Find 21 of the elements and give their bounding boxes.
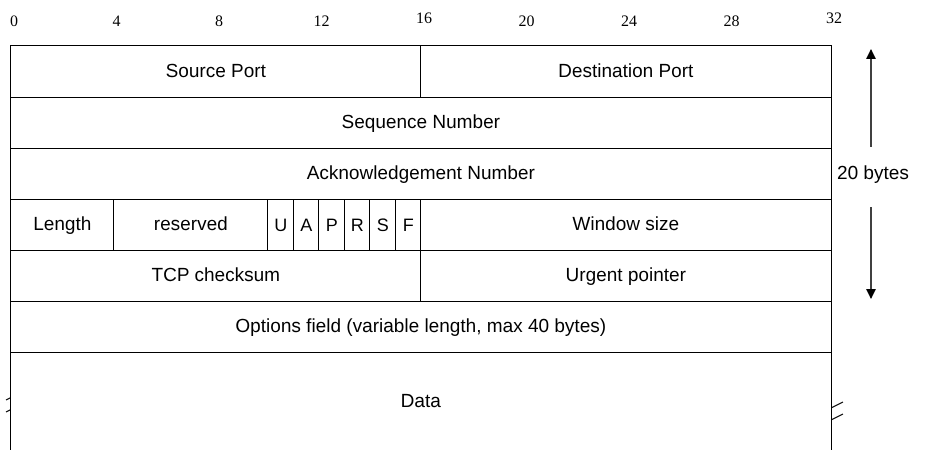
field-cell: Window size	[420, 199, 832, 252]
bit-number: 16	[416, 10, 432, 28]
bit-number: 0	[10, 13, 18, 31]
field-cell: Source Port	[10, 45, 422, 98]
bit-number: 8	[215, 13, 223, 31]
field-cell: reserved	[113, 199, 268, 252]
field-cell: TCP checksum	[10, 250, 422, 302]
dimension-label: 20 bytes	[837, 163, 909, 185]
field-cell: Acknowledgement Number	[10, 148, 832, 200]
field-cell: Length	[10, 199, 114, 252]
field-cell: Sequence Number	[10, 97, 832, 150]
field-cell: Urgent pointer	[420, 250, 832, 302]
bit-number: 28	[724, 13, 740, 31]
bit-number: 4	[112, 13, 120, 31]
field-cell: Options field (variable length, max 40 bytes)	[10, 301, 832, 354]
bit-number: 12	[314, 13, 330, 31]
field-cell: Destination Port	[420, 45, 832, 98]
bit-number: 32	[826, 10, 842, 28]
bit-number: 24	[621, 13, 637, 31]
bit-number: 20	[518, 13, 534, 31]
data-area: Data	[10, 352, 832, 450]
